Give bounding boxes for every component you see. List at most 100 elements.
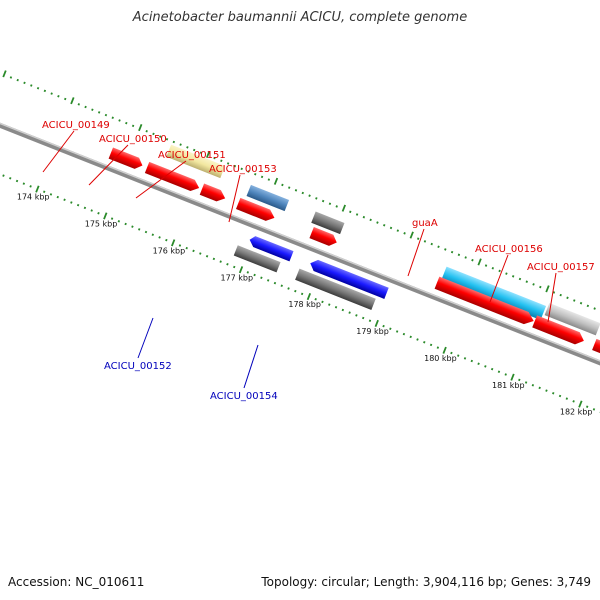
feature-acicu-00154[interactable] [308, 258, 389, 299]
minor-tick [199, 252, 202, 255]
minor-tick [64, 97, 67, 101]
cds-arrow[interactable] [532, 315, 586, 347]
tick-label: 181 kbp [492, 381, 525, 390]
minor-tick [294, 289, 297, 293]
callout-acicu-00150[interactable]: ACICU_00150 [88, 134, 167, 186]
feature-acicu-00152[interactable] [248, 235, 294, 262]
minor-tick [464, 256, 467, 259]
tick-label: 182 kbp [560, 408, 593, 417]
feature-acicu-00151[interactable] [246, 184, 290, 212]
minor-tick [91, 108, 94, 111]
minor-tick [9, 76, 13, 79]
minor-tick [226, 162, 230, 165]
gene-label: ACICU_00151 [158, 150, 226, 161]
minor-tick [212, 257, 216, 261]
callout-acicu-00152[interactable]: ACICU_00152 [104, 317, 172, 372]
callout-acicu-00151[interactable]: ACICU_00151 [135, 150, 226, 199]
callout-acicu-00149[interactable]: ACICU_00149 [42, 120, 110, 173]
minor-tick [192, 148, 196, 152]
tick-label: 175 kbp [85, 220, 118, 229]
minor-tick [389, 327, 392, 331]
minor-tick [267, 178, 271, 181]
major-tick [510, 373, 515, 381]
major-tick [374, 319, 379, 327]
major-tick [103, 212, 108, 220]
feature-acicu-00149[interactable] [166, 144, 226, 179]
minor-tick [335, 205, 338, 208]
cds-arrow[interactable] [309, 226, 339, 248]
minor-tick [321, 300, 324, 304]
minor-tick [158, 236, 161, 239]
tick-label: 177 kbp [220, 273, 253, 282]
minor-tick [376, 221, 379, 224]
callout-acicu-00156[interactable]: ACICU_00156 [475, 244, 543, 303]
minor-tick [348, 311, 351, 314]
cds-arrow[interactable] [144, 161, 201, 194]
minor-tick [300, 292, 304, 296]
minor-tick [463, 357, 467, 360]
major-tick [35, 185, 40, 193]
minor-tick [573, 299, 576, 302]
minor-tick [70, 201, 73, 204]
minor-tick [294, 189, 298, 192]
minor-tick [403, 232, 406, 235]
minor-tick [444, 248, 447, 251]
minor-tick [280, 284, 283, 288]
minor-tick [138, 228, 141, 231]
tick-label: 176 kbp [153, 246, 186, 255]
feature-acicu-00153[interactable] [311, 211, 345, 235]
minor-tick [233, 265, 236, 269]
minor-tick [334, 306, 338, 309]
minor-tick [504, 373, 507, 376]
minor-tick [539, 285, 542, 289]
minor-tick [328, 202, 332, 206]
major-tick [2, 70, 7, 78]
minor-tick [220, 159, 223, 163]
major-tick [341, 204, 346, 212]
minor-tick [124, 222, 127, 226]
minor-tick [131, 225, 134, 228]
callout-acicu-00157[interactable]: ACICU_00157 [527, 262, 595, 323]
minor-tick [518, 378, 521, 382]
minor-tick [369, 218, 372, 222]
gene-label: ACICU_00150 [99, 134, 167, 145]
cds-arrow[interactable] [199, 183, 228, 204]
minor-tick [165, 138, 169, 141]
feature-acicu-00154-gray[interactable] [295, 268, 376, 310]
scale-ticks-inner [2, 174, 600, 414]
feature-acicu-00156[interactable] [544, 303, 600, 336]
cds-arrow[interactable] [108, 147, 145, 171]
callout-acicu-00153[interactable]: ACICU_00153 [209, 164, 277, 223]
minor-tick [151, 233, 154, 236]
minor-tick [240, 167, 243, 171]
cds-arrow[interactable] [434, 276, 536, 327]
cds-arrow[interactable] [235, 197, 277, 224]
gene-label: ACICU_00157 [527, 262, 595, 273]
minor-tick [511, 275, 515, 278]
major-tick [171, 239, 176, 247]
minor-tick [518, 277, 522, 281]
minor-tick [219, 260, 222, 263]
minor-tick [484, 365, 487, 368]
minor-tick [205, 254, 209, 258]
minor-tick [83, 206, 87, 210]
major-tick [545, 285, 550, 293]
minor-tick [84, 105, 87, 109]
minor-tick [361, 316, 365, 320]
callout-acicu-00154[interactable]: ACICU_00154 [210, 344, 278, 402]
major-tick [306, 292, 312, 301]
tick-label: 178 kbp [288, 300, 321, 309]
minor-tick [450, 351, 453, 355]
minor-tick [558, 394, 562, 398]
minor-tick [355, 314, 358, 317]
major-tick [578, 400, 583, 408]
minor-tick [477, 362, 480, 365]
minor-tick [110, 217, 114, 220]
minor-tick [15, 179, 19, 183]
callout-guaA[interactable]: guaA [407, 218, 438, 277]
feature-acicu-00152-gray[interactable] [233, 245, 281, 273]
minor-tick [16, 78, 19, 82]
tick-label: 179 kbp [356, 327, 389, 336]
